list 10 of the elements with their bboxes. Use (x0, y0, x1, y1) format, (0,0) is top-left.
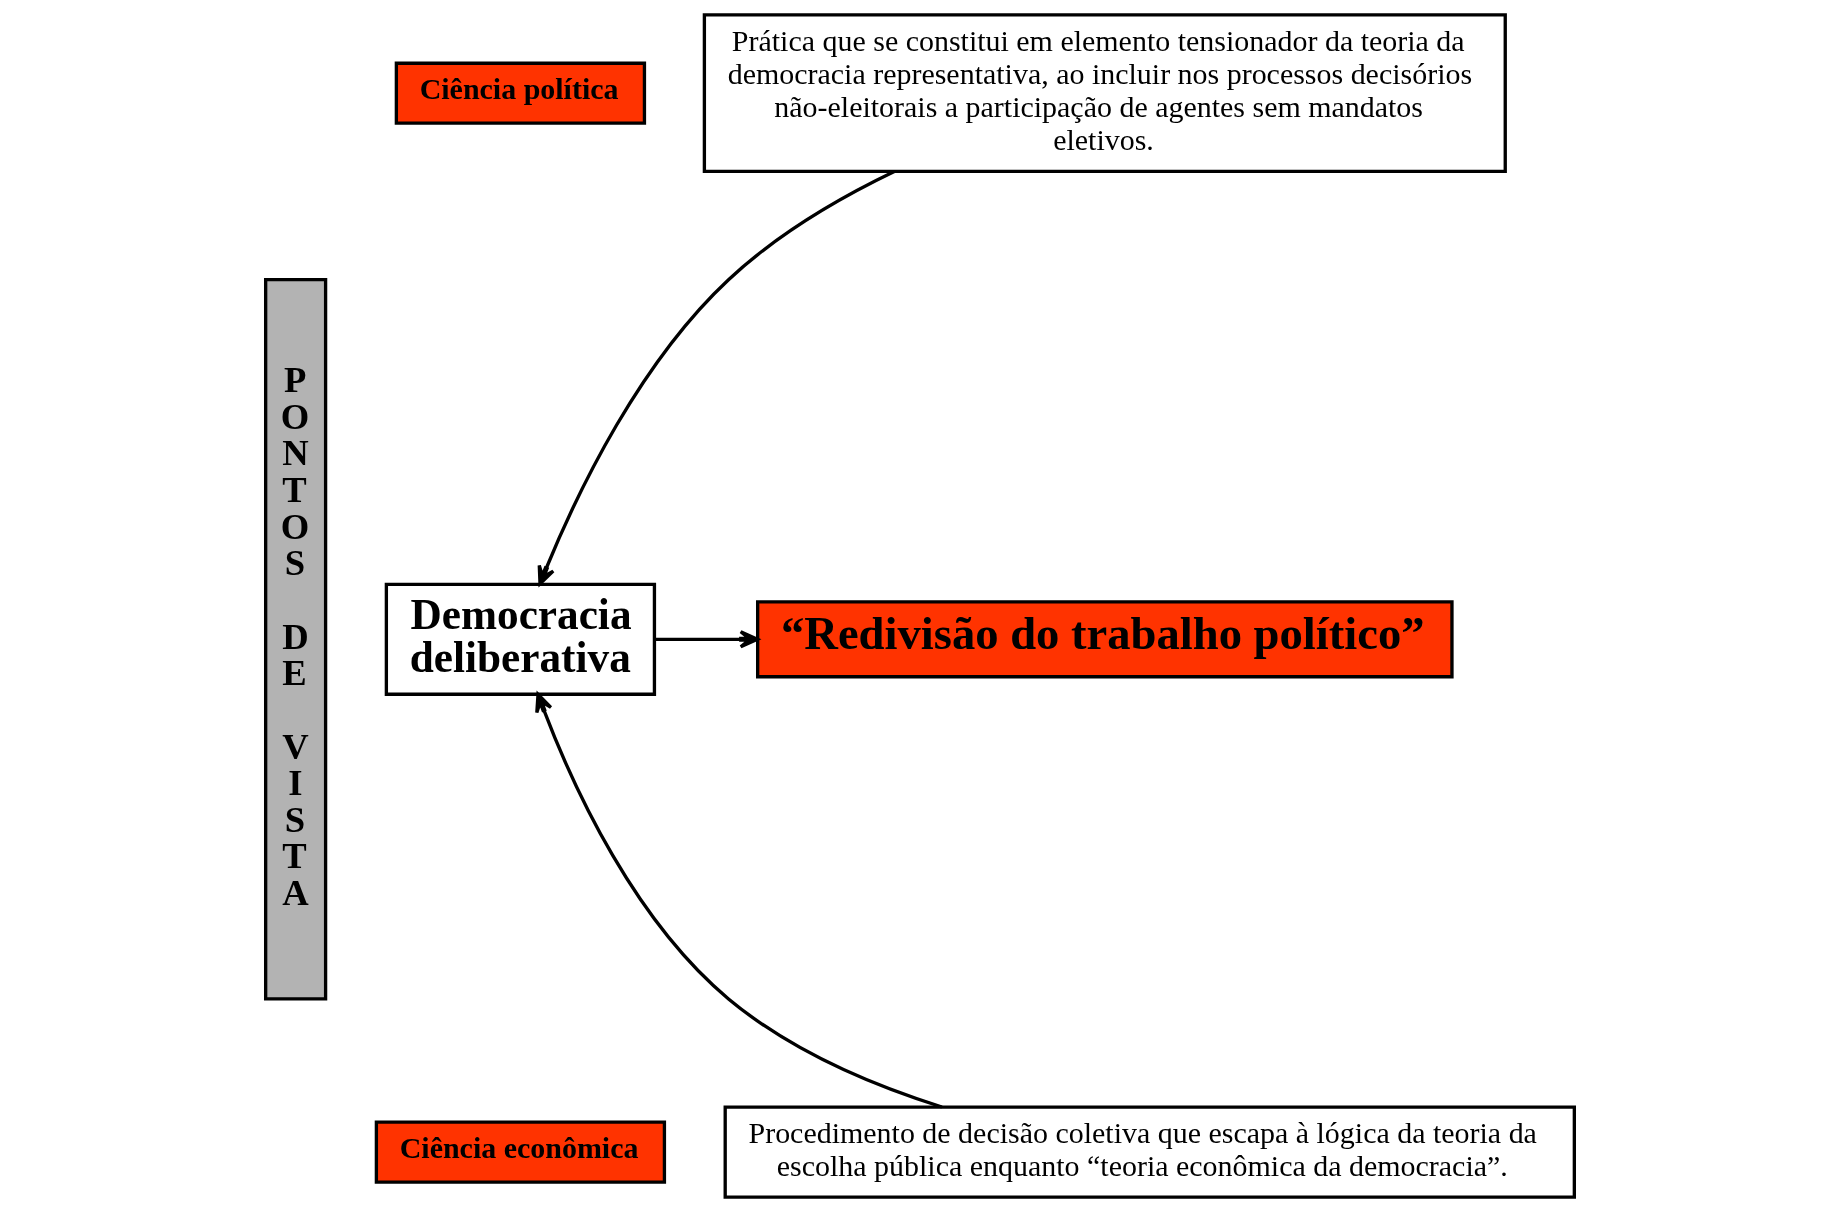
node-box: Democracia deliberativa (384, 582, 656, 696)
node-box: “Redivisão do trabalho político” (755, 600, 1454, 679)
arrow (654, 630, 759, 649)
arrow (534, 692, 942, 1109)
node-box: Ciência política (394, 61, 646, 125)
node-box: Procedimento de decisão coletiva que escapa à lógica da teoria da escolha pública enquanto “teoria econômica da democracia”. (723, 1105, 1576, 1199)
arrow (537, 170, 895, 586)
node-box: PONTOS DE VISTA (263, 278, 327, 1001)
node-box: Ciência econômica (374, 1120, 666, 1184)
node-box: Prática que se constitui em elemento tensionador da teoria da democracia representativa, ao incluir nos processos decisórios não-eleitorais a participação de agentes sem mandatos eletivos. (702, 13, 1507, 174)
